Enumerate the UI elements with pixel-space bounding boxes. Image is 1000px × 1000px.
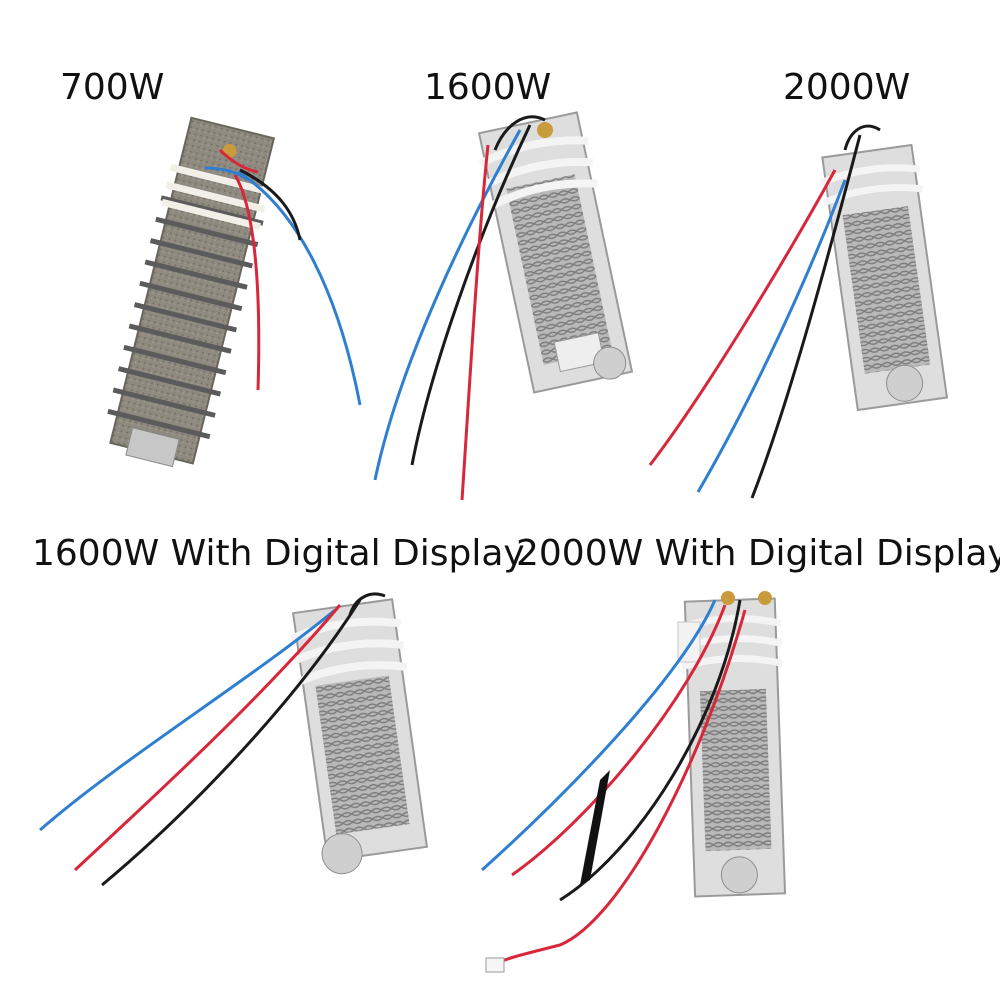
heater-1600w: [373, 111, 634, 501]
label-1600w-digital: 1600W With Digital Display: [32, 533, 525, 574]
heater-2000w: [648, 124, 949, 499]
label-1600w: 1600W: [424, 67, 552, 108]
heater-1600w-digital: [39, 592, 429, 887]
label-2000w-digital: 2000W With Digital Display: [516, 533, 1000, 574]
heater-2000w-digital: [480, 591, 787, 973]
heater-700w: [107, 116, 362, 468]
label-2000w: 2000W: [783, 67, 911, 108]
label-700w: 700W: [60, 67, 165, 108]
